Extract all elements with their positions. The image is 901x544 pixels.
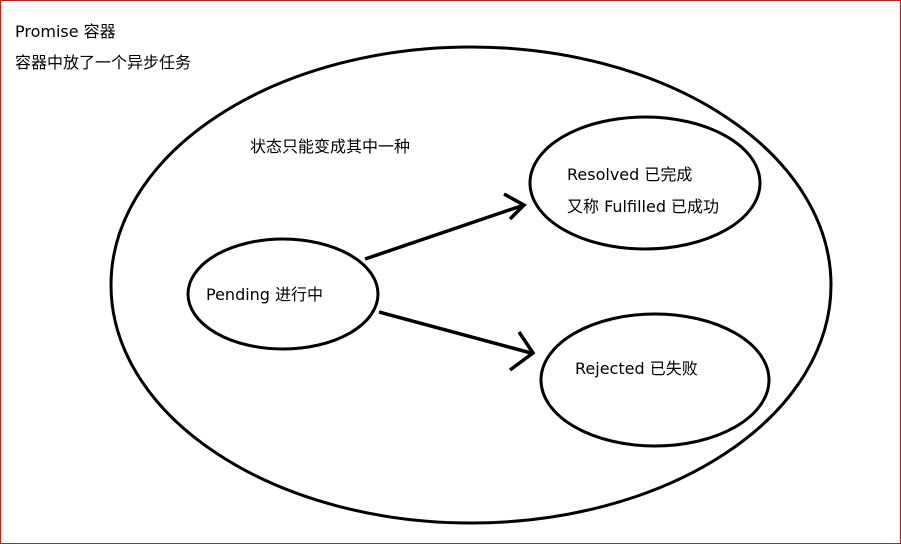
arrow-to-resolved (364, 192, 527, 261)
diagram-subtitle: 容器中放了一个异步任务 (15, 53, 192, 72)
pending-state-ellipse (186, 237, 380, 351)
promise-container-ellipse (109, 45, 833, 525)
arrow-to-rejected (378, 310, 536, 372)
resolved-state-label: Resolved 已完成 (567, 165, 693, 184)
diagram-title: Promise 容器 (15, 22, 116, 41)
state-note: 状态只能变成其中一种 (250, 137, 411, 156)
resolved-state-ellipse (528, 115, 762, 251)
rejected-state-ellipse (539, 312, 771, 448)
resolved-state-alias: 又称 Fulfilled 已成功 (567, 197, 720, 216)
pending-state-label: Pending 进行中 (206, 285, 324, 304)
rejected-state-label: Rejected 已失败 (575, 359, 698, 378)
